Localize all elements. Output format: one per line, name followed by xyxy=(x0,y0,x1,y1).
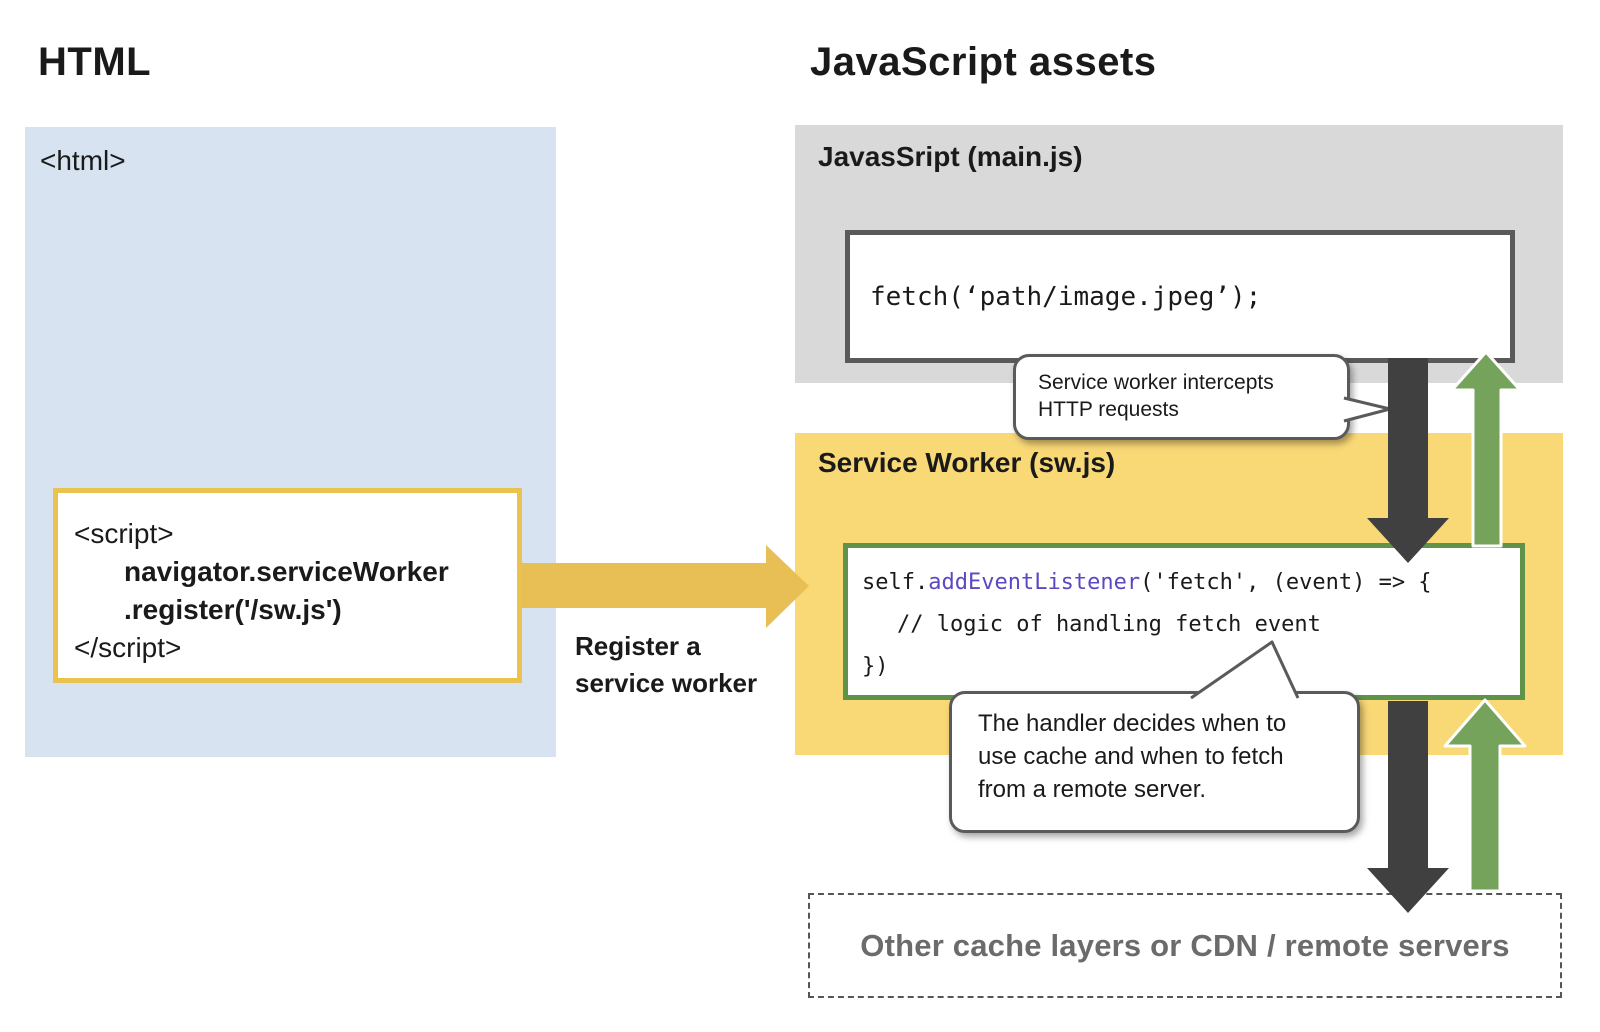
script-code-line: .register('/sw.js') xyxy=(124,594,342,625)
intercept-callout-line: HTTP requests xyxy=(1038,398,1179,421)
mainjs-panel-label: JavasSript (main.js) xyxy=(818,141,1083,172)
register-arrow-label-line: Register a xyxy=(575,631,701,661)
register-right-arrow-icon xyxy=(521,545,809,628)
remote-servers-label: Other cache layers or CDN / remote serve… xyxy=(860,927,1510,963)
sw-code-comment: // logic of handling fetch event xyxy=(897,612,1321,637)
fetch-code-box: fetch(‘path/image.jpeg’); xyxy=(845,230,1515,363)
script-code-line: navigator.serviceWorker xyxy=(124,556,449,587)
html-open-tag: <html> xyxy=(40,145,126,176)
js-assets-section-title: JavaScript assets xyxy=(810,40,1157,84)
remote-servers-box: Other cache layers or CDN / remote serve… xyxy=(808,893,1562,998)
script-code-line: </script> xyxy=(74,632,182,663)
sw-code-line: self.addEventListener('fetch', (event) =… xyxy=(862,562,1520,604)
script-code-line: <script> xyxy=(74,518,174,549)
register-arrow-label: Register a service worker xyxy=(575,628,757,702)
intercept-callout: Service worker intercepts HTTP requests xyxy=(1013,354,1350,440)
register-arrow-label-line: service worker xyxy=(575,668,758,698)
handler-callout-line: from a remote server. xyxy=(978,776,1207,803)
handler-callout-line: The handler decides when to xyxy=(978,710,1287,737)
sw-code-addeventlistener: addEventListener xyxy=(928,570,1141,595)
handler-callout: The handler decides when to use cache an… xyxy=(949,691,1360,833)
sw-code-args: ('fetch', (event) => { xyxy=(1140,570,1432,595)
service-worker-panel-label: Service Worker (sw.js) xyxy=(818,447,1116,478)
register-script-box: <script> navigator.serviceWorker .regist… xyxy=(53,488,522,683)
sw-code-self: self. xyxy=(862,570,929,595)
html-section-title: HTML xyxy=(38,40,152,84)
sw-code-close: }) xyxy=(862,654,889,679)
sw-code-box: self.addEventListener('fetch', (event) =… xyxy=(843,543,1525,700)
intercept-callout-tail xyxy=(1343,396,1392,423)
fetch-code-text: fetch(‘path/image.jpeg’); xyxy=(870,281,1262,312)
intercept-callout-line: Service worker intercepts xyxy=(1038,371,1274,394)
handler-callout-line: use cache and when to fetch xyxy=(978,743,1284,770)
